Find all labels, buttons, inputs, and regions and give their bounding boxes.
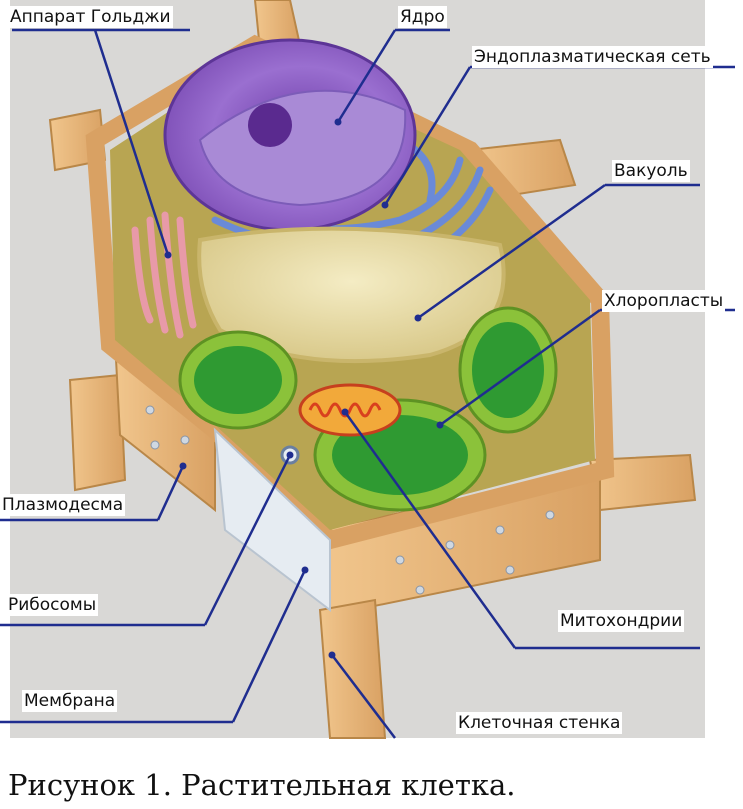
leader-dots: [164, 118, 444, 659]
label-nucleus: Ядро: [398, 6, 447, 28]
label-vacuole: Вакуоль: [612, 160, 690, 182]
label-chloroplasts: Хлоропласты: [602, 290, 726, 312]
golgi-apparatus: [131, 211, 197, 339]
chloroplast: [178, 330, 298, 430]
cell-membrane: [213, 427, 331, 613]
label-plasmodesma: Плазмодесма: [0, 494, 126, 516]
plasmodesma-pores: [145, 405, 555, 595]
chloroplast: [458, 306, 558, 434]
label-cell-wall: Клеточная стенка: [456, 712, 623, 734]
figure-caption: Рисунок 1. Растительная клетка.: [8, 768, 516, 802]
label-membrane: Мембрана: [22, 690, 118, 712]
label-golgi: Аппарат Гольджи: [8, 6, 173, 28]
label-ribosomes: Рибосомы: [6, 594, 99, 616]
mitochondrion: [298, 383, 402, 437]
vacuole: [197, 226, 506, 364]
nucleolus: [248, 103, 292, 147]
nucleus: [163, 38, 417, 232]
label-mitochondria: Митохондрии: [558, 610, 685, 632]
label-er: Эндоплазматическая сеть: [472, 46, 713, 68]
